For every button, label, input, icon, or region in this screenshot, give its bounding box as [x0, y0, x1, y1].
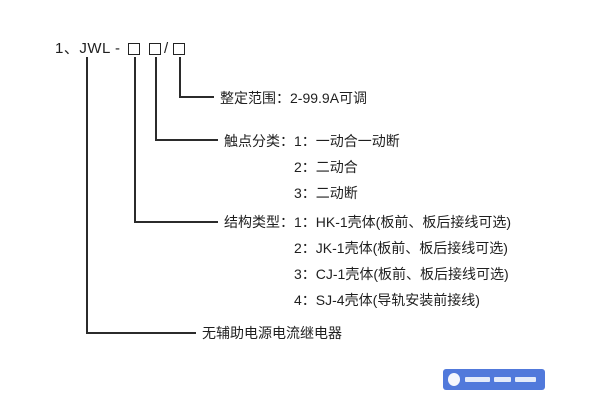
structure-type-option-3: 3：CJ-1壳体(板前、板后接线可选) — [294, 266, 509, 282]
model-prefix-label: 1、JWL - — [55, 40, 121, 57]
connector-structure-horizontal — [134, 221, 218, 223]
structure-type-option-4: 4：SJ-4壳体(导轨安装前接线) — [294, 292, 480, 308]
connector-setting-range-vertical — [179, 57, 181, 97]
setting-range-label: 整定范围：2-99.9A可调 — [220, 90, 368, 106]
watermark-text-bar — [494, 377, 512, 382]
contact-class-option-3: 3：二动断 — [294, 185, 358, 201]
watermark-logo-icon — [448, 373, 461, 386]
watermark-text-bar — [465, 377, 491, 382]
watermark-badge — [443, 369, 545, 390]
model-box-structure — [128, 43, 140, 55]
product-name-label: 无辅助电源电流继电器 — [202, 325, 342, 341]
connector-setting-range-horizontal — [179, 96, 214, 98]
structure-type-option-2: 2：JK-1壳体(板前、板后接线可选) — [294, 240, 508, 256]
contact-class-label: 触点分类：1：一动合一动断 — [224, 133, 400, 149]
structure-type-label: 结构类型：1：HK-1壳体(板前、板后接线可选) — [224, 214, 512, 230]
contact-class-option-2: 2：二动合 — [294, 159, 358, 175]
model-box-setting-range — [173, 43, 185, 55]
connector-contact-horizontal — [155, 139, 218, 141]
connector-product-horizontal — [86, 332, 196, 334]
model-box-contact — [149, 43, 161, 55]
watermark-text-bar — [515, 377, 537, 382]
connector-structure-vertical — [134, 57, 136, 222]
model-slash: / — [164, 40, 169, 57]
connector-product-vertical — [86, 57, 88, 333]
connector-contact-vertical — [155, 57, 157, 140]
